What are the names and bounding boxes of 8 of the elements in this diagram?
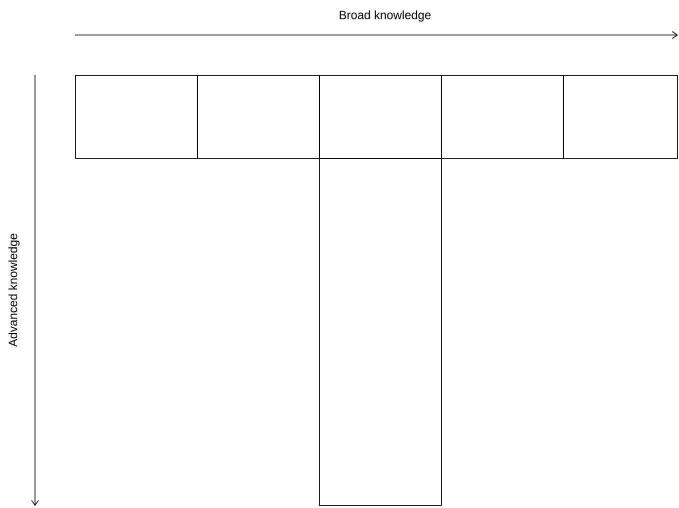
knowledge-box — [197, 75, 320, 159]
knowledge-box — [319, 75, 442, 159]
knowledge-box — [441, 75, 564, 159]
knowledge-box — [75, 75, 198, 159]
axis-label: Broad knowledge — [340, 10, 431, 22]
knowledge-box — [563, 75, 678, 159]
knowledge-box — [319, 158, 442, 506]
axis-label: Advanced knowledge — [8, 234, 20, 347]
